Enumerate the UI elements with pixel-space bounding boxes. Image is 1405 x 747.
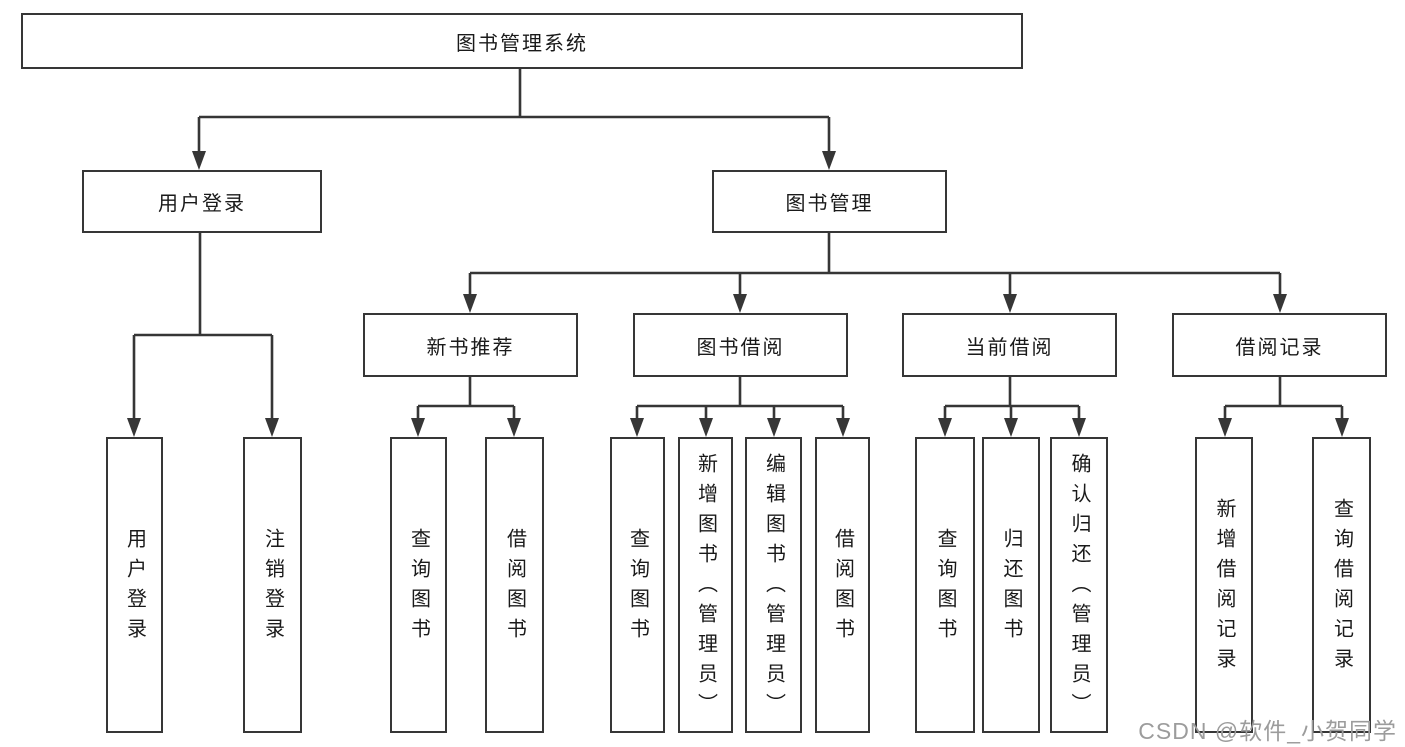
leaf-borrow-books: 借阅图书: [815, 437, 870, 733]
connector-userlogin-to-leaves: [132, 233, 274, 418]
leaf-query-books-current: 查询图书: [915, 437, 975, 733]
node-root-library-system: 图书管理系统: [21, 13, 1023, 69]
leaf-borrow-books-recommend: 借阅图书: [485, 437, 544, 733]
node-new-book-recommend: 新书推荐: [363, 313, 578, 377]
node-current-borrowing: 当前借阅: [902, 313, 1117, 377]
csdn-watermark: CSDN @软件_小贺同学: [1138, 718, 1397, 744]
connector-records-to-leaves: [1223, 377, 1344, 418]
connector-bookmgmt-to-level3: [468, 233, 1282, 294]
leaf-add-book-admin: 新增图书（管理员）: [678, 437, 733, 733]
node-book-management: 图书管理: [712, 170, 947, 233]
connector-newbook-to-leaves: [416, 377, 516, 418]
leaf-query-books-recommend: 查询图书: [390, 437, 447, 733]
connector-current-to-leaves: [943, 377, 1081, 418]
arrowheads: [127, 151, 1349, 437]
leaf-add-borrow-record: 新增借阅记录: [1195, 437, 1253, 733]
leaf-query-books-borrow: 查询图书: [610, 437, 665, 733]
leaf-logout: 注销登录: [243, 437, 302, 733]
node-user-login: 用户登录: [82, 170, 322, 233]
node-borrowing-records: 借阅记录: [1172, 313, 1387, 377]
leaf-user-login: 用户登录: [106, 437, 163, 733]
leaf-query-borrow-record: 查询借阅记录: [1312, 437, 1371, 733]
connector-root-to-level2: [197, 69, 831, 151]
node-book-borrowing: 图书借阅: [633, 313, 848, 377]
leaf-return-book: 归还图书: [982, 437, 1040, 733]
leaf-confirm-return-admin: 确认归还（管理员）: [1050, 437, 1108, 733]
leaf-edit-book-admin: 编辑图书（管理员）: [745, 437, 802, 733]
connector-borrow-to-leaves: [635, 377, 845, 418]
